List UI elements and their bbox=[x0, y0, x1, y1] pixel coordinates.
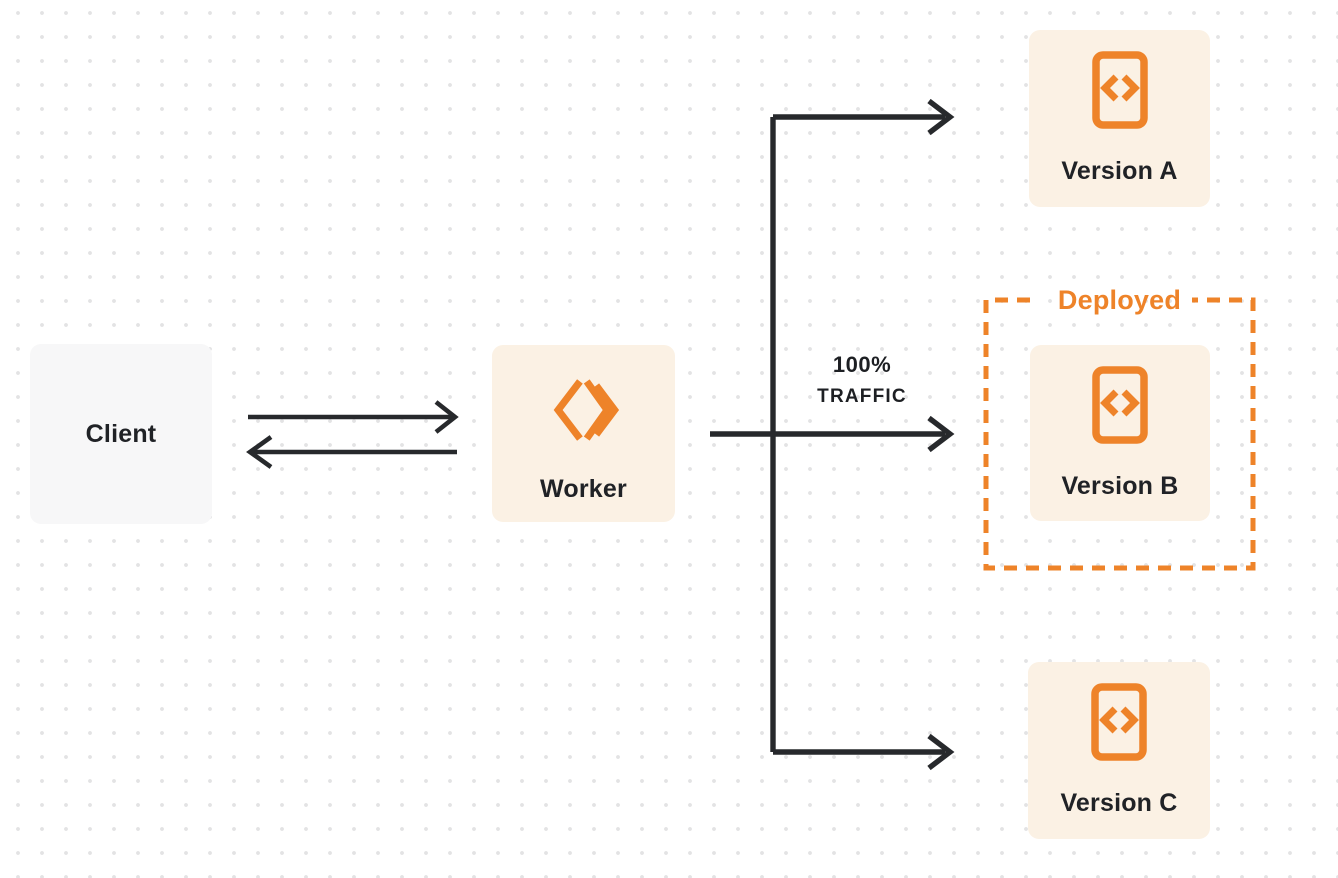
arrow-worker-to-client bbox=[246, 435, 457, 469]
node-version-b: Version B bbox=[1030, 345, 1210, 521]
traffic-word-text: TRAFFIC bbox=[817, 386, 907, 407]
arrow-to-version-c bbox=[773, 733, 955, 771]
version-a-label: Version A bbox=[1061, 157, 1178, 185]
node-worker: Worker bbox=[492, 345, 675, 522]
traffic-percent-text: 100% bbox=[832, 352, 892, 377]
deployed-label: Deployed bbox=[1057, 285, 1182, 315]
version-b-label: Version B bbox=[1061, 472, 1179, 500]
arrow-client-to-worker bbox=[248, 400, 459, 434]
arrow-to-version-a bbox=[773, 98, 955, 136]
code-file-icon bbox=[1091, 51, 1148, 129]
deployed-boundary bbox=[983, 297, 1256, 571]
code-file-icon bbox=[1091, 683, 1147, 761]
arrow-to-version-b bbox=[710, 415, 955, 453]
code-file-icon bbox=[1092, 366, 1148, 444]
node-version-c: Version C bbox=[1028, 662, 1210, 839]
client-label: Client bbox=[85, 420, 157, 448]
node-client: Client bbox=[30, 344, 212, 524]
node-version-a: Version A bbox=[1029, 30, 1210, 207]
traffic-label: 100% TRAFFIC bbox=[792, 352, 932, 410]
version-c-label: Version C bbox=[1060, 789, 1178, 817]
worker-label: Worker bbox=[540, 475, 627, 503]
cloudflare-workers-logo-icon bbox=[549, 376, 619, 444]
